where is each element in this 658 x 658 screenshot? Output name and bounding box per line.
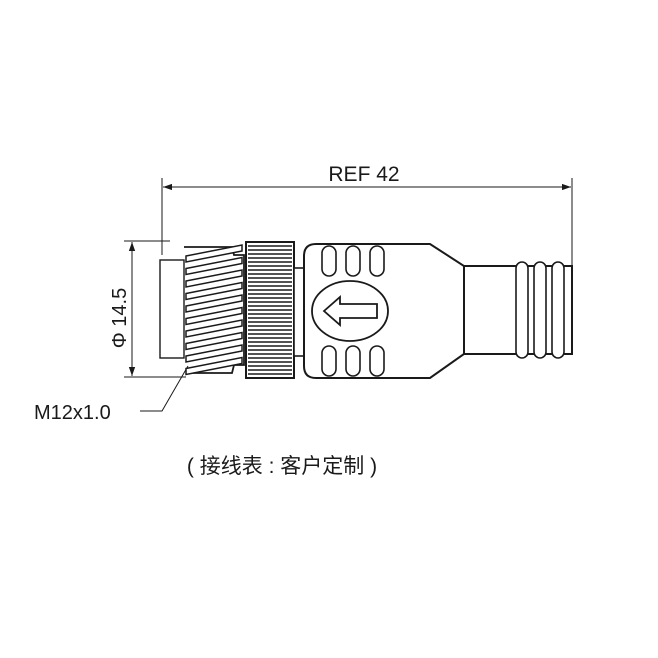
- thread-crest: [185, 331, 243, 351]
- thread-section: [159, 244, 245, 376]
- nut-knurl-lines: [248, 245, 292, 375]
- thread-label: M12x1.0: [34, 402, 111, 424]
- thread-crest: [185, 306, 243, 326]
- grip-rib-bottom: [345, 345, 361, 377]
- diameter-dimension: Φ 14.5: [109, 240, 186, 378]
- thread-front-face: [159, 259, 185, 359]
- thread-crest: [185, 294, 243, 313]
- overall-length-dimension: REF 42: [161, 163, 573, 268]
- relief-rib: [551, 261, 565, 359]
- grip-ribs: [321, 245, 385, 377]
- knurled-nut: [245, 241, 305, 379]
- cable-relief: [463, 261, 573, 359]
- thread-crest: [185, 356, 243, 376]
- grip-body: [303, 243, 465, 379]
- thread-crest: [185, 319, 243, 338]
- diameter-label: Φ 14.5: [109, 288, 131, 348]
- nut-collar: [293, 267, 305, 357]
- thread-crest: [185, 344, 243, 363]
- grip-rib-top: [345, 245, 361, 277]
- wiring-note: ( 接线表 : 客户定制 ): [187, 455, 377, 478]
- thread-crest: [185, 244, 243, 263]
- leader-line: [140, 365, 189, 412]
- relief-rib: [515, 261, 529, 359]
- grip-rib-bottom: [321, 345, 337, 377]
- grip-rib-top: [369, 245, 385, 277]
- thread-leader: M12x1.0: [34, 365, 189, 424]
- thread-stripes: [185, 244, 243, 376]
- thread-crest: [185, 281, 243, 301]
- thread-crest: [185, 269, 243, 288]
- grip-rib-top: [321, 245, 337, 277]
- overall-length-label: REF 42: [328, 163, 399, 186]
- cable-relief-ribs: [515, 261, 565, 359]
- relief-rib: [533, 261, 547, 359]
- grip-rib-bottom: [369, 345, 385, 377]
- thread-crest: [185, 256, 243, 276]
- direction-arrow-icon: [322, 295, 378, 327]
